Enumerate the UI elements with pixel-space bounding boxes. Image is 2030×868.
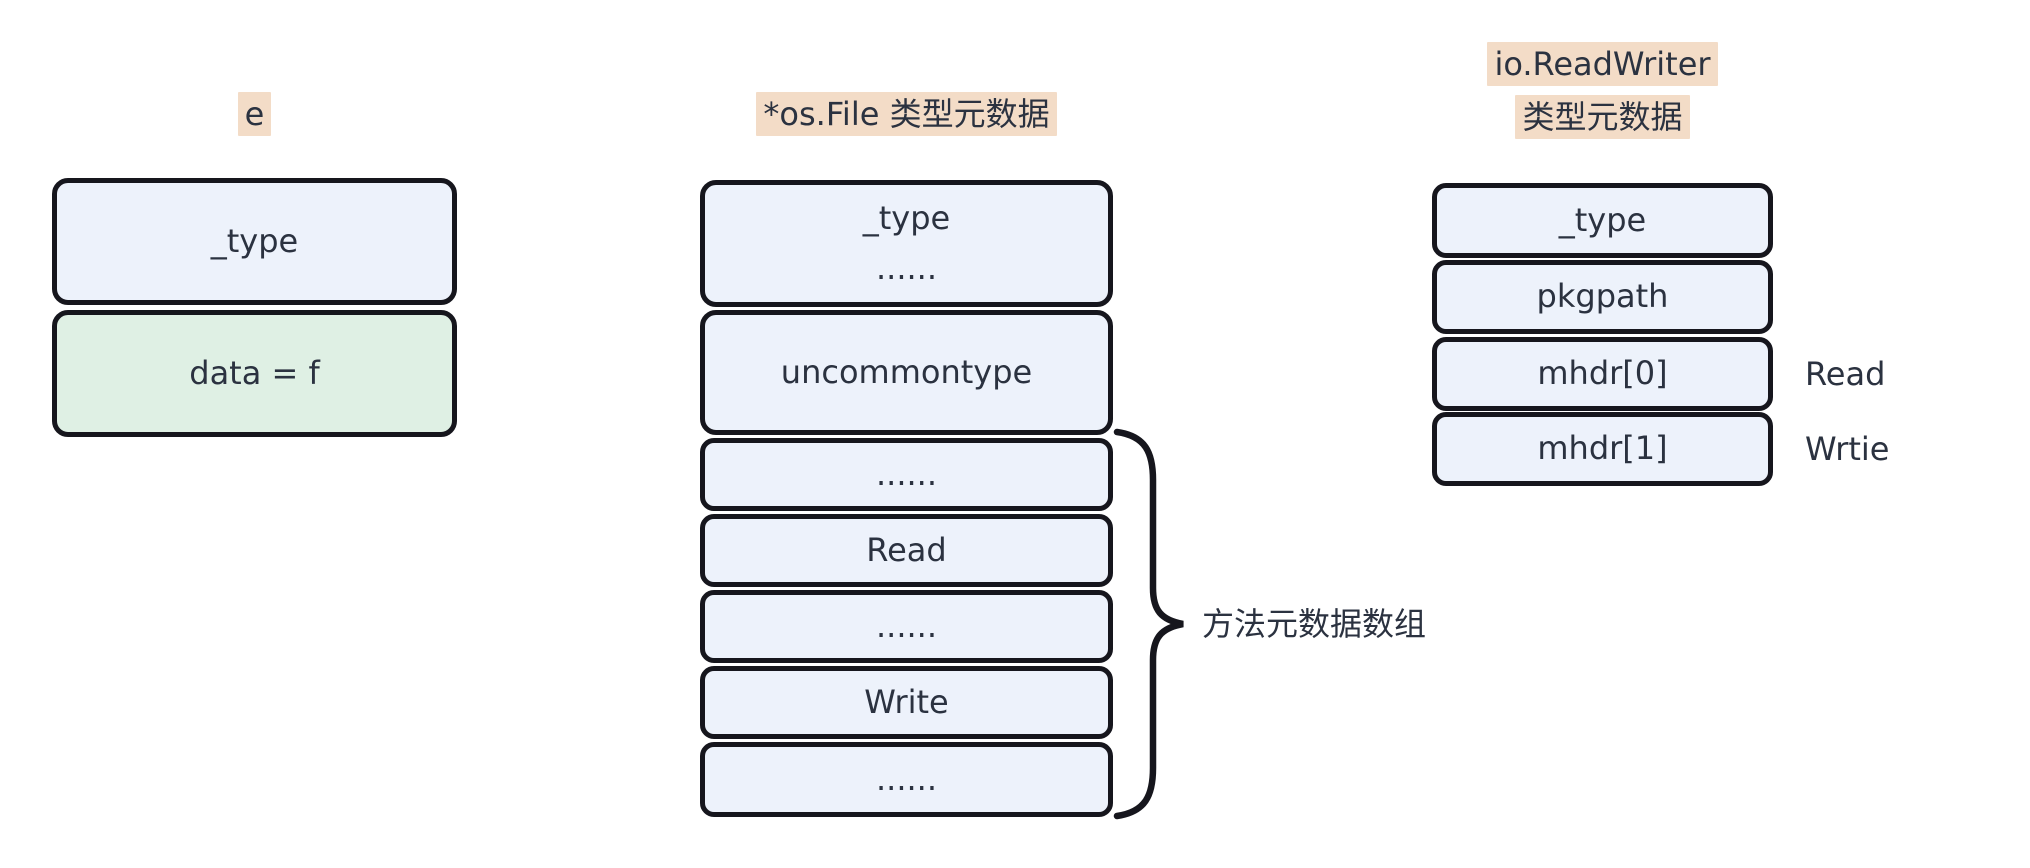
e-data-box: data = f: [52, 310, 457, 437]
readwriter-pkgpath-label: pkgpath: [1536, 277, 1669, 316]
e-column-title: e: [52, 88, 457, 141]
osfile-column-title: *os.File 类型元数据: [700, 88, 1113, 141]
e-type-box: _type: [52, 178, 457, 305]
method-array-label: 方法元数据数组: [1202, 605, 1427, 643]
readwriter-mhdr1-label: mhdr[1]: [1537, 429, 1668, 468]
osfile-method-box-0: ......: [700, 438, 1113, 511]
osfile-method-box-4: ......: [700, 742, 1113, 817]
readwriter-title-line2: 类型元数据: [1432, 91, 1773, 144]
osfile-method-box-0-label: ......: [875, 454, 938, 493]
e-title-highlight: e: [237, 92, 272, 136]
osfile-uncommontype-box: uncommontype: [700, 310, 1113, 435]
mhdr1-side-label: Wrtie: [1805, 430, 1890, 468]
readwriter-title-line1: io.ReadWriter: [1432, 38, 1773, 91]
osfile-title-highlight: *os.File 类型元数据: [756, 92, 1057, 136]
osfile-method-box-2-label: ......: [875, 606, 938, 645]
curly-brace-icon: [1113, 428, 1184, 820]
readwriter-mhdr1-box: mhdr[1]: [1432, 412, 1773, 486]
osfile-type-box-line2: ......: [875, 248, 938, 287]
readwriter-title-line1-highlight: io.ReadWriter: [1487, 42, 1718, 86]
readwriter-column-title: io.ReadWriter 类型元数据: [1432, 38, 1773, 144]
osfile-type-box: _type ......: [700, 180, 1113, 307]
e-data-box-label: data = f: [189, 353, 320, 392]
readwriter-title-line2-highlight: 类型元数据: [1515, 95, 1690, 139]
osfile-method-box-write-label: Write: [864, 682, 949, 721]
osfile-method-box-read-label: Read: [866, 530, 947, 569]
osfile-uncommontype-label: uncommontype: [780, 352, 1033, 391]
osfile-method-box-2: ......: [700, 590, 1113, 663]
mhdr0-side-label: Read: [1805, 355, 1886, 393]
osfile-type-box-line1: _type: [862, 198, 951, 237]
readwriter-mhdr0-label: mhdr[0]: [1537, 354, 1668, 393]
readwriter-type-box: _type: [1432, 183, 1773, 258]
readwriter-type-box-label: _type: [1558, 200, 1647, 239]
e-type-box-label: _type: [210, 221, 299, 260]
osfile-method-box-write: Write: [700, 666, 1113, 739]
osfile-method-box-4-label: ......: [875, 759, 938, 798]
readwriter-pkgpath-box: pkgpath: [1432, 260, 1773, 334]
osfile-method-box-read: Read: [700, 514, 1113, 587]
readwriter-mhdr0-box: mhdr[0]: [1432, 337, 1773, 411]
